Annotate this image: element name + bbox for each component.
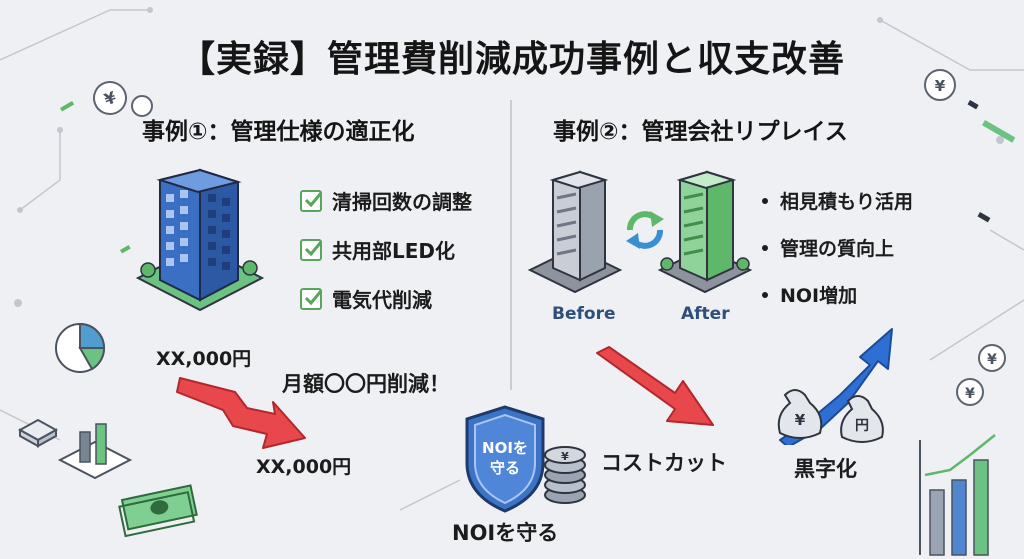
after-label: After xyxy=(681,304,730,324)
cost-cut-arrow-icon xyxy=(596,346,714,426)
bar-chart-decoration xyxy=(919,434,996,556)
profit-growth-icon: ¥ 円 xyxy=(777,328,893,445)
before-amount: XX,000円 xyxy=(156,348,252,370)
bag-left-symbol: ¥ xyxy=(795,411,806,429)
check-item: 清掃回数の調整 xyxy=(300,186,472,215)
checkbox-icon xyxy=(300,287,323,310)
bullet-item-label: 相見積もり活用 xyxy=(780,191,914,213)
page-title: 【実録】管理費削減成功事例と収支改善 xyxy=(178,39,845,80)
shield-text-line2: 守る xyxy=(490,459,520,477)
bullet-dot-icon xyxy=(762,197,768,204)
bullet-item-label: 管理の質向上 xyxy=(780,238,895,260)
bag-right-symbol: 円 xyxy=(855,418,869,434)
section-divider xyxy=(510,100,512,390)
shield-caption: NOIを守る xyxy=(452,521,559,545)
refresh-cycle-icon xyxy=(626,211,664,249)
building-blue-icon xyxy=(135,168,265,312)
shield-text-line1: NOIを xyxy=(482,439,528,457)
cost-cut-label: コストカット xyxy=(601,451,727,475)
yen-coin-icon: ¥ xyxy=(924,69,956,101)
svg-text:¥: ¥ xyxy=(987,352,997,368)
yen-coin-icon: ¥ ¥ xyxy=(956,344,1006,406)
svg-text:¥: ¥ xyxy=(965,386,975,402)
decrease-arrow-icon xyxy=(176,377,306,449)
case1-checklist: 清掃回数の調整 共用部LED化 電気代削減 xyxy=(300,186,472,313)
case2-heading: 事例②：管理会社リプレイス xyxy=(553,119,848,145)
checkbox-icon xyxy=(300,238,323,261)
svg-text:¥: ¥ xyxy=(935,77,946,95)
checkbox-icon xyxy=(300,189,323,212)
bullet-item: 管理の質向上 xyxy=(762,234,913,261)
noi-shield-icon: NOIを 守る ¥ xyxy=(465,405,586,513)
bullet-item-label: NOI増加 xyxy=(780,285,858,307)
saving-note: 月額〇〇円削減！ xyxy=(282,372,450,396)
left-finance-decoration xyxy=(17,322,198,538)
check-item: 電気代削減 xyxy=(300,284,472,313)
profit-label: 黒字化 xyxy=(794,457,857,481)
bullet-item: 相見積もり活用 xyxy=(762,187,913,214)
before-label: Before xyxy=(552,304,616,324)
bullet-item: NOI増加 xyxy=(762,281,913,308)
check-item-label: 電気代削減 xyxy=(332,288,432,312)
after-amount: XX,000円 xyxy=(256,456,352,478)
check-item: 共用部LED化 xyxy=(300,235,472,264)
coin-symbol: ¥ xyxy=(561,450,569,463)
bullet-dot-icon xyxy=(762,291,768,298)
yen-coin-icon: ¥ xyxy=(93,81,153,117)
case2-bullets: 相見積もり活用 管理の質向上 NOI増加 xyxy=(762,187,913,308)
check-item-label: 清掃回数の調整 xyxy=(332,190,472,214)
building-gray-icon xyxy=(527,170,623,294)
bullet-dot-icon xyxy=(762,244,768,251)
case1-heading: 事例①：管理仕様の適正化 xyxy=(142,119,415,145)
building-green-icon xyxy=(657,170,753,294)
check-item-label: 共用部LED化 xyxy=(332,239,456,263)
